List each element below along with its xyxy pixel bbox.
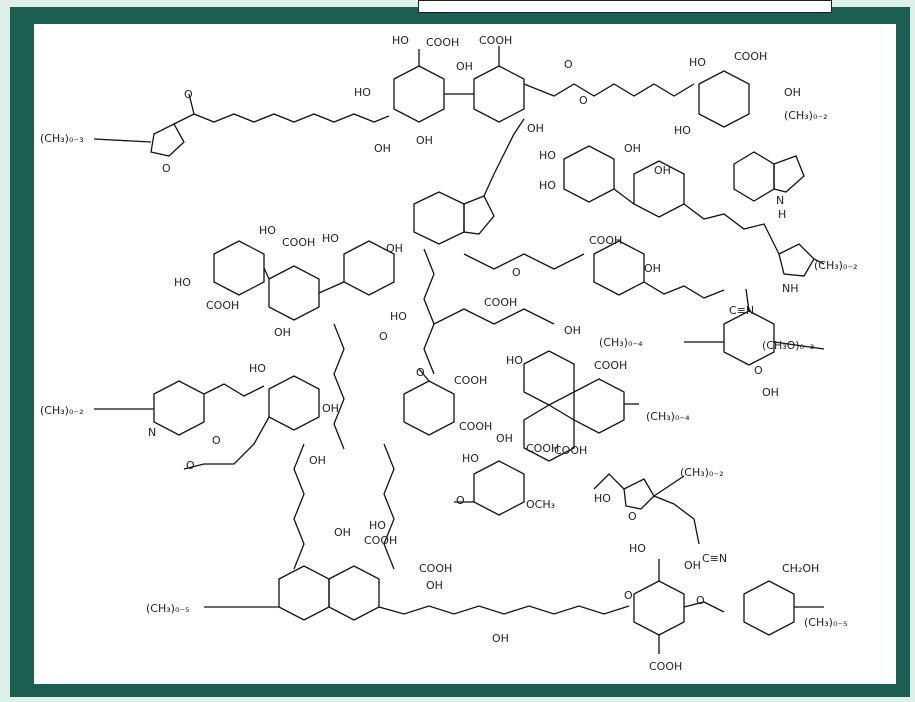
label-oh-4: OH (527, 122, 544, 135)
label-ester-o-5: O (624, 589, 633, 602)
structure-image: (CH₃)₀₋₃ O O OH HO COOH HO OH OH COOH OH… (34, 24, 896, 684)
label-oh-18: OH (492, 632, 509, 645)
label-ho-8: HO (174, 276, 191, 289)
bond-network (93, 46, 825, 654)
label-cooh-3: COOH (734, 50, 767, 63)
label-ester-o-2: O (579, 94, 588, 107)
label-ho-2: HO (354, 86, 371, 99)
label-ch3-0-3: (CH₃)₀₋₃ (40, 132, 84, 145)
label-oh-10: OH (644, 262, 661, 275)
label-ho-12: HO (506, 354, 523, 367)
label-ch3-0-4-center: (CH₃)₀₋₄ (599, 336, 643, 349)
label-cooh-5: COOH (206, 299, 239, 312)
label-furan-o-1: O (162, 162, 171, 175)
label-ch3-0-2-top: (CH₃)₀₋₂ (784, 109, 828, 122)
label-cooh-4: COOH (282, 236, 315, 249)
label-ketone-o-2: O (512, 266, 521, 279)
label-cn-2: C≡N (702, 552, 727, 565)
label-cooh-8: COOH (454, 374, 487, 387)
label-oh-15: OH (496, 432, 513, 445)
label-oh-14: OH (309, 454, 326, 467)
label-indole-n: N (776, 194, 784, 207)
label-cooh-15: COOH (649, 660, 682, 673)
label-ho-9: HO (322, 232, 339, 245)
label-ester-o-3: O (186, 459, 195, 472)
label-ho-5: HO (539, 149, 556, 162)
label-cooh-7: COOH (484, 296, 517, 309)
label-ho-6: HO (539, 179, 556, 192)
label-cooh-2: COOH (479, 34, 512, 47)
label-oh-7: OH (654, 164, 671, 177)
label-ether-o-3: O (696, 594, 705, 607)
label-ch3-0-5-right: (CH₃)₀₋₅ (804, 616, 848, 629)
label-oh-3: OH (416, 134, 433, 147)
label-oh-6: OH (624, 142, 641, 155)
label-oh-1: OH (374, 142, 391, 155)
label-cooh-12: COOH (526, 442, 559, 455)
label-cn-1: C≡N (729, 304, 754, 317)
label-oh-2: OH (456, 60, 473, 73)
label-oh-8: OH (274, 326, 291, 339)
label-ch3o-0-3: (CH₃O)₀₋₃ (762, 339, 814, 352)
label-oh-5: OH (784, 86, 801, 99)
label-furan-o-2: O (628, 510, 637, 523)
label-oh-9: OH (386, 242, 403, 255)
label-ester-o-4: O (212, 434, 221, 447)
label-och3: OCH₃ (526, 498, 555, 511)
label-ho-10: HO (390, 310, 407, 323)
header-accent-bar (418, 0, 832, 13)
label-ch3-0-2-mid: (CH₃)₀₋₂ (814, 259, 858, 272)
label-cooh-11: COOH (554, 444, 587, 457)
label-ho-15: HO (369, 519, 386, 532)
label-indole-h: H (778, 208, 786, 221)
label-ho-1: HO (392, 34, 409, 47)
label-cooh-14: COOH (419, 562, 452, 575)
label-ch3-0-4-right: (CH₃)₀₋₄ (646, 410, 690, 423)
label-cooh-13: COOH (364, 534, 397, 547)
label-cooh-9: COOH (459, 420, 492, 433)
humic-acid-structure-diagram: (CH₃)₀₋₃ O O OH HO COOH HO OH OH COOH OH… (40, 34, 858, 673)
label-cooh-1: COOH (426, 36, 459, 49)
label-pyrrole-nh: NH (782, 282, 799, 295)
label-ch3-0-5-left: (CH₃)₀₋₅ (146, 602, 190, 615)
label-oh-13: OH (322, 402, 339, 415)
label-oh-16: OH (334, 526, 351, 539)
label-pyridine-n: N (148, 426, 156, 439)
label-cooh-10: COOH (594, 359, 627, 372)
label-ch2oh: CH₂OH (782, 562, 819, 575)
label-ho-7: HO (259, 224, 276, 237)
label-ho-11: HO (249, 362, 266, 375)
group-labels: (CH₃)₀₋₃ O O OH HO COOH HO OH OH COOH OH… (40, 34, 858, 673)
label-ho-13: HO (462, 452, 479, 465)
label-ho-14: HO (594, 492, 611, 505)
label-ho-4: HO (674, 124, 691, 137)
label-ch3-0-2-left: (CH₃)₀₋₂ (40, 404, 84, 417)
label-oh-19: OH (684, 559, 701, 572)
label-ester-o-1: O (564, 58, 573, 71)
label-ether-o-1: O (416, 366, 425, 379)
label-ho-16: HO (629, 542, 646, 555)
label-ch3-0-2-furan: (CH₃)₀₋₂ (680, 466, 724, 479)
label-ketone-o-1: O (184, 88, 193, 101)
label-o-right: O (754, 364, 763, 377)
label-o-center: O (379, 330, 388, 343)
label-ether-o-2: O (456, 494, 465, 507)
label-oh-11: OH (762, 386, 779, 399)
label-ho-3: HO (689, 56, 706, 69)
label-oh-17: OH (426, 579, 443, 592)
label-cooh-6: COOH (589, 234, 622, 247)
label-oh-12: OH (564, 324, 581, 337)
